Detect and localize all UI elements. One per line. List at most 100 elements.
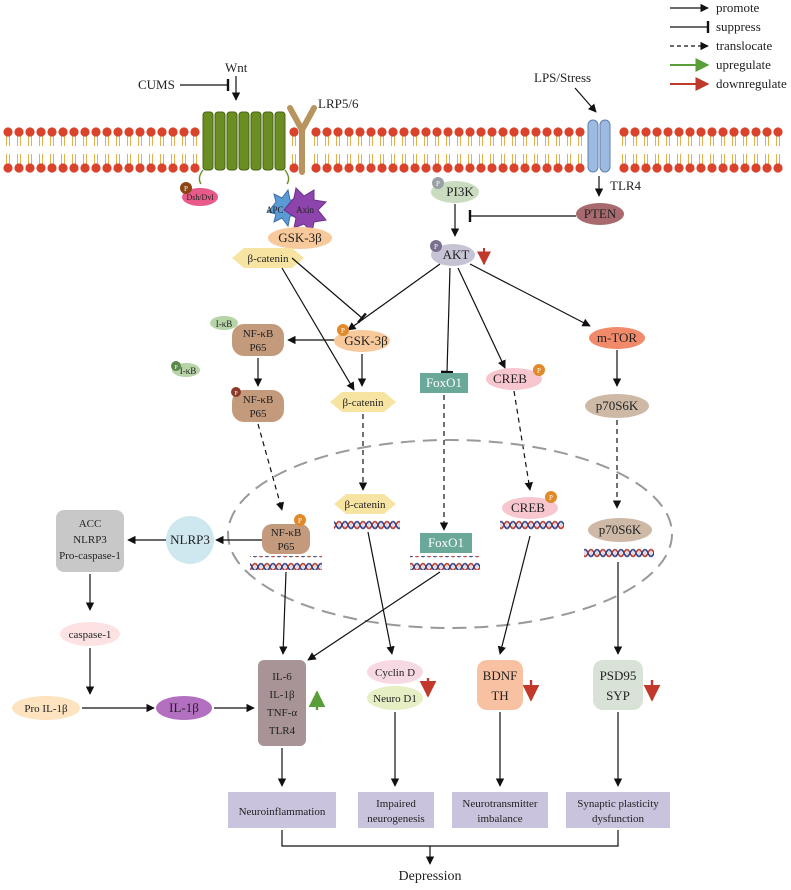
lipid-head (652, 163, 662, 173)
lipid-head (509, 163, 519, 173)
caspase-label: caspase-1 (69, 629, 112, 641)
neurod1-label: Neuro D1 (373, 693, 417, 705)
gsk-complex-label: GSK-3β (278, 230, 322, 245)
lipid-head (47, 163, 57, 173)
frizzled-receptor (198, 111, 290, 185)
p70-cyto-label: p70S6K (596, 398, 639, 413)
outcome-neurogenesis (358, 792, 434, 828)
lipid-head (674, 163, 684, 173)
lipid-head (91, 127, 101, 137)
lipid-head (289, 127, 299, 137)
lipid-head (399, 163, 409, 173)
lipid-head (190, 163, 200, 173)
nfkb-cyto-node (232, 324, 284, 356)
legend-suppress: suppress (716, 19, 761, 34)
lipid-head (564, 127, 574, 137)
pi3k-label: PI3K (446, 184, 474, 199)
foxo1-cyto-label: FoxO1 (426, 375, 462, 390)
bdnf-label: BDNF (483, 668, 518, 683)
lipid-head (102, 127, 112, 137)
lipid-head (58, 163, 68, 173)
nfkb-nuc-line1: NF-κB (271, 527, 302, 539)
lipid-head (355, 127, 365, 137)
lipid-head (718, 163, 728, 173)
inflammasome-line3: Pro-caspase-1 (59, 550, 121, 562)
pten-label: PTEN (584, 206, 617, 221)
gsk-p-node (334, 330, 390, 352)
akt-label: AKT (443, 247, 470, 262)
lipid-head (740, 163, 750, 173)
lipid-head (685, 127, 695, 137)
bcatenin-complex-label: β-catenin (247, 253, 289, 265)
lipid-head (25, 127, 35, 137)
foxo1-nuc-node (420, 533, 472, 553)
pro-il1b-label: Pro IL-1β (24, 703, 68, 715)
lipid-head (685, 163, 695, 173)
pten-node (576, 203, 624, 225)
lipid-head (157, 163, 167, 173)
foxo1-cyto-node (420, 373, 468, 393)
th-label: TH (491, 688, 508, 703)
creb-nuc-label: CREB (511, 500, 545, 515)
lipid-head (641, 163, 651, 173)
lipid-head (190, 127, 200, 137)
cytokine-il1b: IL-1β (269, 689, 295, 701)
lipid-head (179, 127, 189, 137)
lipid-head (14, 127, 24, 137)
foxo1-nuc-label: FoxO1 (428, 535, 464, 550)
wnt-label: Wnt (225, 60, 248, 75)
axin-label: Axin (296, 205, 315, 215)
inflammasome-line1: ACC (79, 518, 102, 530)
lipid-head (14, 163, 24, 173)
ikb-top-label: I-κB (216, 319, 233, 329)
outcome-synaptic-line1: Synaptic plasticity (577, 798, 659, 810)
psd95-label: PSD95 (600, 668, 637, 683)
creb-cyto-node (486, 368, 542, 390)
phospho-creb: P (537, 367, 541, 375)
lipid-head (476, 127, 486, 137)
nucleus (227, 439, 673, 629)
lipid-head (113, 127, 123, 137)
legend: promote suppress translocate upregulate … (670, 0, 787, 91)
outcome-synaptic (566, 792, 670, 828)
lipid-head (553, 127, 563, 137)
lipid-head (454, 127, 464, 137)
lipid-head (476, 163, 486, 173)
depression-label: Depression (399, 869, 462, 884)
lipid-head (124, 163, 134, 173)
lipid-head (47, 127, 57, 137)
lipid-head (465, 127, 475, 137)
lipid-head (377, 163, 387, 173)
lipid-head (344, 127, 354, 137)
cytokine-il6: IL-6 (272, 671, 292, 683)
lipid-head (410, 163, 420, 173)
lipid-head (146, 163, 156, 173)
lipid-head (333, 127, 343, 137)
phospho-creb-nuc: P (549, 494, 553, 502)
lipid-head (377, 127, 387, 137)
lipid-head (311, 163, 321, 173)
dna-p70 (584, 546, 654, 560)
nfkb-cyto-line2: P65 (249, 342, 267, 354)
mtor-label: m-TOR (597, 330, 638, 345)
il1b-label: IL-1β (169, 700, 199, 715)
apc-label: APC (266, 205, 284, 215)
bdnf-box (477, 660, 523, 710)
lipid-head (652, 127, 662, 137)
lipid-head (135, 163, 145, 173)
lipid-head (454, 163, 464, 173)
outcome-neurogenesis-line1: Impaired (376, 798, 416, 810)
nfkb-nuc-line2: P65 (277, 541, 295, 553)
cyclin-node (367, 660, 423, 684)
bcat-nuc-node (334, 494, 396, 514)
lipid-head (168, 127, 178, 137)
lipid-head (366, 127, 376, 137)
lipid-head (630, 163, 640, 173)
destruction-complex: Dsh/Dvl P APC Axin GSK-3β β-catenin (180, 182, 332, 268)
lipid-head (124, 127, 134, 137)
lipid-head (762, 163, 772, 173)
lipid-head (762, 127, 772, 137)
lipid-head (25, 163, 35, 173)
lipid-head (58, 127, 68, 137)
lipid-head (322, 127, 332, 137)
